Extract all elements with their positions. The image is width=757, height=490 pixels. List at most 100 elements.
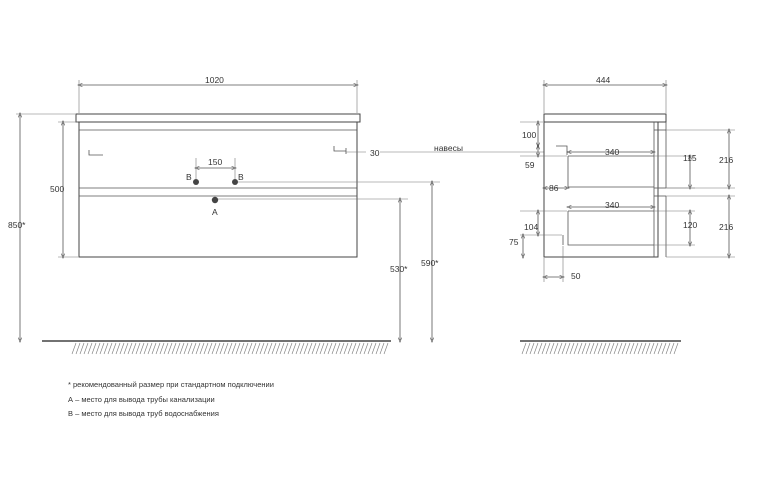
floor-hatch-line bbox=[581, 342, 587, 355]
floor-hatch-line bbox=[243, 342, 249, 355]
floor-hatch-line bbox=[227, 342, 233, 355]
floor-hatch-line bbox=[561, 342, 567, 355]
hinge-offset-dimension: 30 bbox=[370, 148, 380, 158]
floor-hatch-line bbox=[231, 342, 237, 355]
floor-hatch-line bbox=[657, 342, 663, 355]
dim-340-top: 340 bbox=[605, 147, 619, 157]
floor-hatch-line bbox=[625, 342, 631, 355]
floor-hatch-line bbox=[191, 342, 197, 355]
floor-hatch-line bbox=[593, 342, 599, 355]
left-hinge-icon bbox=[88, 150, 103, 156]
floor-hatch-line bbox=[123, 342, 129, 355]
overall-height-dimension: 850* bbox=[8, 220, 26, 230]
floor-hatch-line bbox=[665, 342, 671, 355]
dim-86: 86 bbox=[549, 183, 559, 193]
floor-hatch-line bbox=[383, 342, 389, 355]
floor-hatch-line bbox=[661, 342, 667, 355]
floor-hatch-line bbox=[577, 342, 583, 355]
floor-hatch-line bbox=[359, 342, 365, 355]
floor-hatch-line bbox=[71, 342, 77, 355]
floor-hatch-line bbox=[259, 342, 265, 355]
floor-hatch-line bbox=[195, 342, 201, 355]
floor-hatch-line bbox=[371, 342, 377, 355]
floor-hatch-line bbox=[303, 342, 309, 355]
dim-75: 75 bbox=[509, 237, 519, 247]
side-countertop bbox=[543, 113, 667, 123]
floor-hatch-line bbox=[541, 342, 547, 355]
floor-hatch-line bbox=[171, 342, 177, 355]
floor-hatch-line bbox=[565, 342, 571, 355]
floor-hatch-line bbox=[633, 342, 639, 355]
water-point-right-label: B bbox=[238, 172, 244, 182]
floor-hatch-line bbox=[629, 342, 635, 355]
front-countertop bbox=[75, 113, 361, 123]
floor-hatch-line bbox=[247, 342, 253, 355]
floor-hatch-line bbox=[549, 342, 555, 355]
floor-hatch-line bbox=[91, 342, 97, 355]
floor-hatch-line bbox=[613, 342, 619, 355]
floor-hatch-line bbox=[351, 342, 357, 355]
floor-hatch-line bbox=[545, 342, 551, 355]
floor-hatch-line bbox=[179, 342, 185, 355]
floor-hatch-line bbox=[335, 342, 341, 355]
floor-hatch-line bbox=[521, 342, 527, 355]
floor-hatch-line bbox=[79, 342, 85, 355]
depth-dimension: 444 bbox=[596, 75, 610, 85]
water-point-left-label: B bbox=[186, 172, 192, 182]
floor-hatch-line bbox=[107, 342, 113, 355]
dim-59: 59 bbox=[525, 160, 535, 170]
water-pipe-height-dimension: 590* bbox=[421, 258, 439, 268]
floor-hatch-line bbox=[271, 342, 277, 355]
floor-hatch-line bbox=[379, 342, 385, 355]
floor-hatch-line bbox=[375, 342, 381, 355]
floor-hatch-line bbox=[343, 342, 349, 355]
floor-hatch-line bbox=[199, 342, 205, 355]
floor-hatch-line bbox=[223, 342, 229, 355]
dim-216-top: 216 bbox=[719, 155, 733, 165]
floor-hatch-line bbox=[673, 342, 679, 355]
floor-hatch-line bbox=[589, 342, 595, 355]
floor-hatch-line bbox=[601, 342, 607, 355]
floor-hatch-line bbox=[573, 342, 579, 355]
dim-216-bottom: 216 bbox=[719, 222, 733, 232]
note-water-point: В – место для вывода труб водоснабжения bbox=[68, 409, 219, 418]
floor-hatch-line bbox=[127, 342, 133, 355]
floor-hatch-line bbox=[203, 342, 209, 355]
floor-hatch-line bbox=[585, 342, 591, 355]
floor-hatch-line bbox=[347, 342, 353, 355]
floor-hatch-line bbox=[537, 342, 543, 355]
front-view: B B A 1020 150 30 500 850* 590* 530* bbox=[8, 75, 556, 355]
floor-hatch-line bbox=[597, 342, 603, 355]
dim-120: 120 bbox=[683, 220, 697, 230]
note-drain-point: А – место для вывода трубы канализации bbox=[68, 395, 215, 404]
floor-hatch-line bbox=[99, 342, 105, 355]
side-cabinet-body bbox=[543, 121, 659, 258]
floor-hatch-line bbox=[167, 342, 173, 355]
floor-hatch-line bbox=[95, 342, 101, 355]
floor-hatch-line bbox=[119, 342, 125, 355]
floor-hatch-line bbox=[155, 342, 161, 355]
floor-hatch-line bbox=[287, 342, 293, 355]
floor-hatch-line bbox=[637, 342, 643, 355]
floor-hatch-line bbox=[131, 342, 137, 355]
floor-hatch-line bbox=[143, 342, 149, 355]
height-dimension: 500 bbox=[50, 184, 64, 194]
floor-hatch-line bbox=[103, 342, 109, 355]
floor-hatch-line bbox=[609, 342, 615, 355]
floor-hatch-line bbox=[653, 342, 659, 355]
floor-hatch-line bbox=[617, 342, 623, 355]
floor-hatch-line bbox=[207, 342, 213, 355]
floor-hatch-line bbox=[299, 342, 305, 355]
floor-hatch-line bbox=[139, 342, 145, 355]
floor-hatch-line bbox=[183, 342, 189, 355]
floor-hatch-line bbox=[307, 342, 313, 355]
water-point-left bbox=[193, 179, 199, 185]
floor-hatch-line bbox=[641, 342, 647, 355]
pipe-spacing-dimension: 150 bbox=[208, 157, 222, 167]
drain-point-label: A bbox=[212, 207, 218, 217]
floor-hatch-line bbox=[295, 342, 301, 355]
floor-hatch-line bbox=[175, 342, 181, 355]
floor-hatch-line bbox=[151, 342, 157, 355]
floor-hatch-line bbox=[363, 342, 369, 355]
